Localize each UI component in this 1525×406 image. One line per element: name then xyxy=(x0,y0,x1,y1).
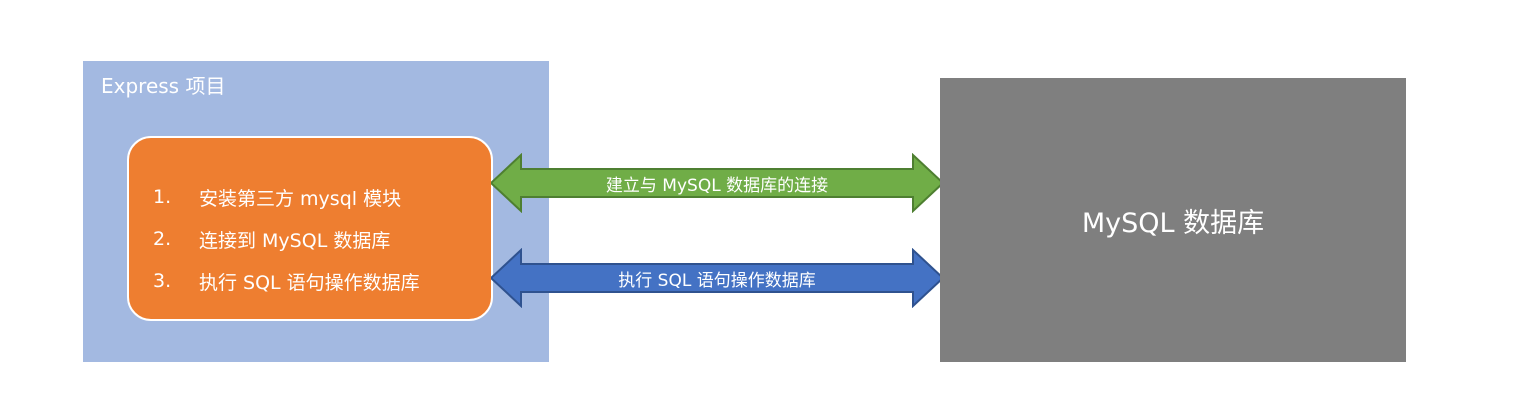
mysql-database-label: MySQL 数据库 xyxy=(1081,207,1265,239)
step-item-3: 3. 执行 SQL 语句操作数据库 xyxy=(153,260,420,302)
step-item-2: 2. 连接到 MySQL 数据库 xyxy=(153,218,420,260)
step-number: 3. xyxy=(153,270,172,292)
step-text: 连接到 MySQL 数据库 xyxy=(199,229,391,252)
sql-arrow-label: 执行 SQL 语句操作数据库 xyxy=(618,270,816,291)
sql-arrow-shape xyxy=(491,248,943,308)
mysql-database-box: MySQL 数据库 xyxy=(940,78,1406,362)
step-number: 1. xyxy=(153,186,172,208)
step-item-1: 1. 安装第三方 mysql 模块 xyxy=(153,176,420,218)
step-text: 安装第三方 mysql 模块 xyxy=(199,187,402,210)
connect-arrow-shape xyxy=(491,153,943,213)
connect-arrow-label: 建立与 MySQL 数据库的连接 xyxy=(605,175,829,196)
double-arrow-icon xyxy=(491,248,943,308)
express-project-title: Express 项目 xyxy=(101,74,226,98)
step-text: 执行 SQL 语句操作数据库 xyxy=(199,271,420,294)
steps-list: 1. 安装第三方 mysql 模块 2. 连接到 MySQL 数据库 3. 执行… xyxy=(153,176,420,302)
double-arrow-icon xyxy=(491,153,943,213)
step-number: 2. xyxy=(153,228,172,250)
steps-box: 1. 安装第三方 mysql 模块 2. 连接到 MySQL 数据库 3. 执行… xyxy=(127,136,493,321)
sql-arrow: 执行 SQL 语句操作数据库 xyxy=(491,248,943,308)
express-project-box: Express 项目 1. 安装第三方 mysql 模块 2. 连接到 MySQ… xyxy=(83,61,549,362)
connect-arrow: 建立与 MySQL 数据库的连接 xyxy=(491,153,943,213)
